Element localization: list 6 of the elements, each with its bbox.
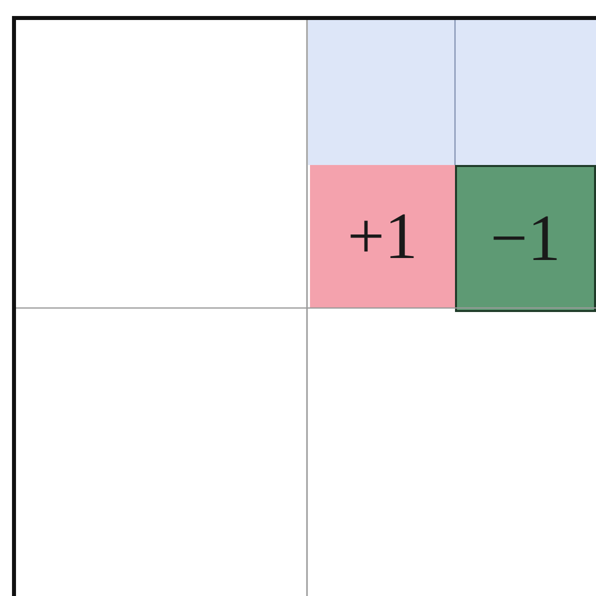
grid-cell [310,165,455,308]
cell-value: −1 [490,206,561,272]
cell-value: +1 [347,204,418,270]
grid-cell [455,165,596,312]
shaded-cell [308,20,455,165]
shaded-cell [455,20,596,165]
